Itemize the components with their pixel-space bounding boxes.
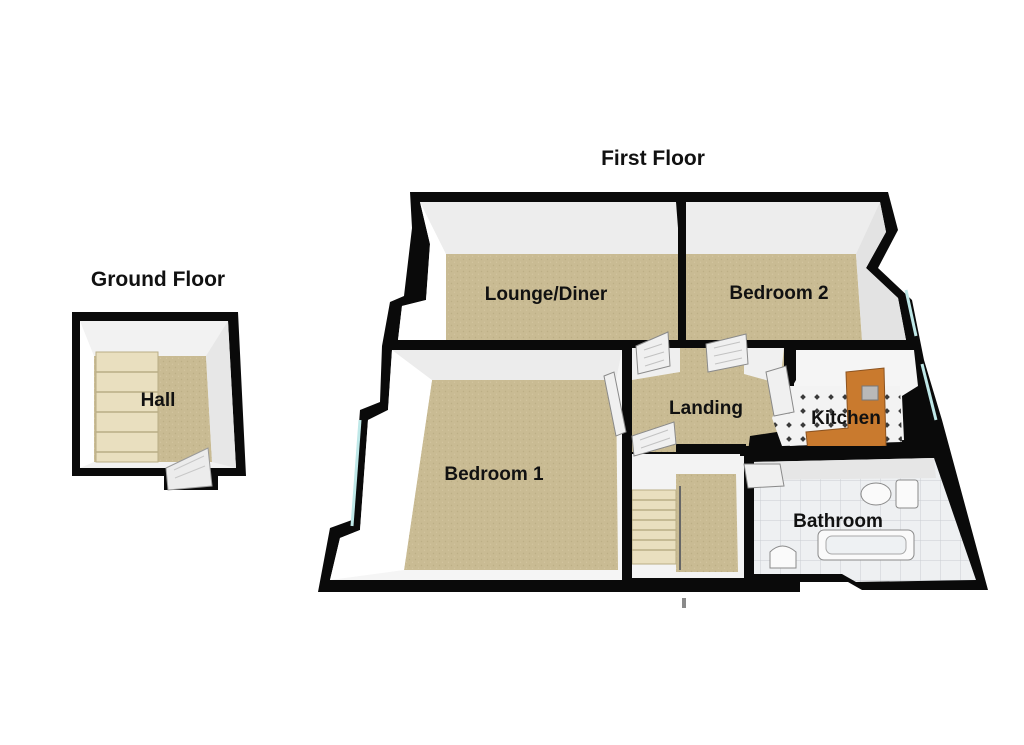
door-bedroom-2: [705, 333, 749, 373]
lounge-diner-label: Lounge/Diner: [485, 284, 608, 305]
bedroom-1-room: [330, 350, 622, 580]
staircase: [631, 486, 681, 570]
bedroom-2-label: Bedroom 2: [729, 283, 828, 304]
door-landing-stair: [631, 421, 677, 457]
bathroom-room: [752, 458, 976, 582]
bathroom-label: Bathroom: [793, 511, 883, 532]
bedroom-2-room: [686, 202, 906, 340]
hall-front-door: [165, 447, 213, 491]
bedroom-1-label: Bedroom 1: [444, 464, 544, 485]
hall-staircase: [95, 351, 159, 463]
windows: [350, 289, 938, 527]
kitchen-label: Kitchen: [811, 408, 881, 429]
hall-label: Hall: [141, 390, 176, 411]
lounge-diner-room: [398, 202, 682, 340]
first-floor-title: First Floor: [601, 147, 705, 170]
door-bathroom: [743, 463, 785, 489]
hall-room: [72, 312, 246, 491]
stairwell: [628, 454, 746, 578]
landing-label: Landing: [669, 398, 743, 419]
door-kitchen: [765, 365, 795, 417]
door-bedroom-1: [603, 371, 627, 437]
basin-fixture: [769, 545, 797, 569]
ground-floor-title: Ground Floor: [91, 268, 225, 291]
door-lounge: [635, 331, 671, 375]
kitchen-room: [772, 350, 918, 453]
entry-marker: [682, 598, 686, 608]
interior-walls: [390, 196, 940, 582]
toilet-fixture: [860, 479, 919, 509]
bathtub-fixture: [817, 529, 915, 561]
